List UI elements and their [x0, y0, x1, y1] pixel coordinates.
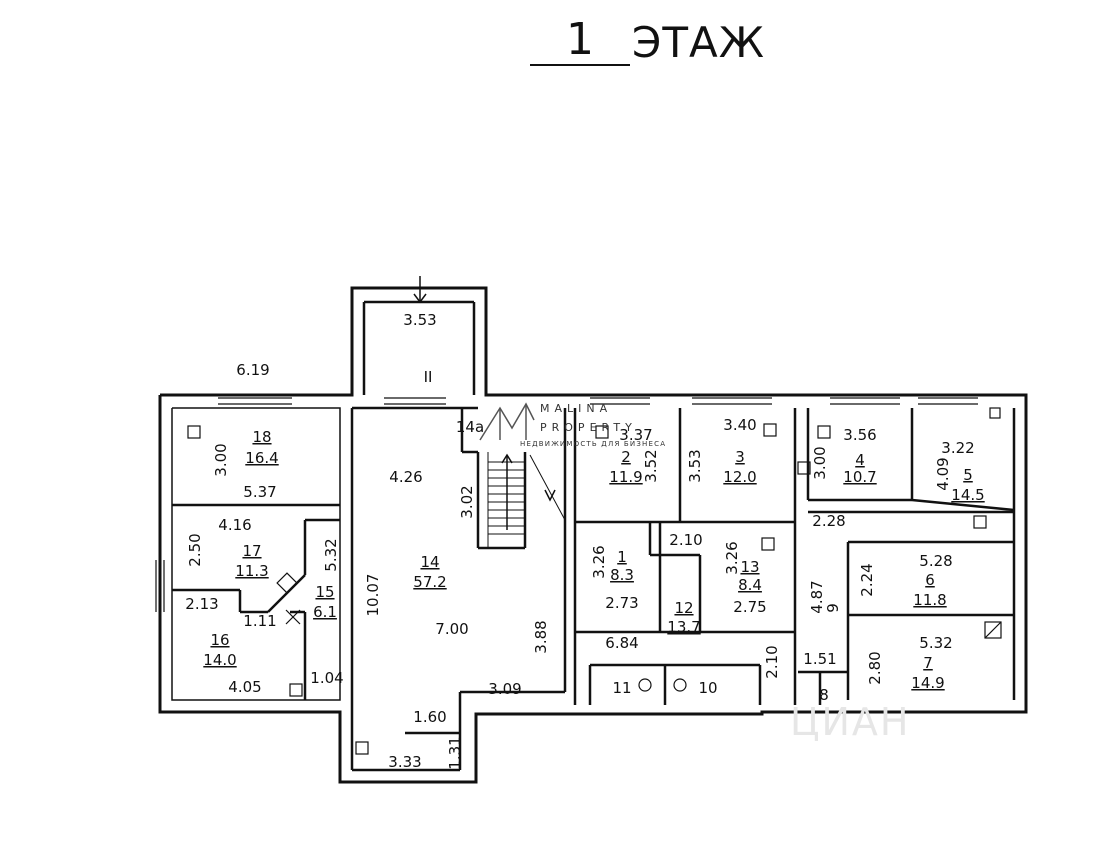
label-d337: 3.37 [619, 426, 652, 444]
label-d356: 3.56 [843, 426, 876, 444]
label-d275: 2.75 [733, 598, 766, 616]
label-d104: 1.04 [310, 669, 343, 687]
label-r2a: 11.9 [609, 468, 642, 486]
label-r17a: 11.3 [235, 562, 268, 580]
label-r15a: 6.1 [313, 603, 337, 621]
label-d300b: 3.00 [811, 446, 829, 479]
label-r7a: 14.9 [911, 674, 944, 692]
label-r5n: 5 [963, 466, 973, 484]
label-d326a: 3.26 [590, 545, 608, 578]
label-d426: 4.26 [389, 468, 422, 486]
label-r15n: 15 [315, 583, 334, 601]
label-d353b: 3.53 [686, 449, 704, 482]
label-d409: 4.09 [934, 457, 952, 490]
windows [155, 287, 978, 612]
label-r5a: 14.5 [951, 486, 984, 504]
label-d619: 6.19 [236, 361, 269, 379]
label-r7n: 7 [923, 654, 933, 672]
interior-walls [172, 300, 1016, 772]
label-d352: 3.52 [642, 449, 660, 482]
label-d302: 3.02 [458, 485, 476, 518]
logo [479, 402, 535, 441]
utility-markers [187, 407, 1002, 755]
label-r14n: 14 [420, 553, 439, 571]
label-d309: 3.09 [488, 680, 521, 698]
label-r8n: 8 [819, 686, 829, 704]
label-r16n: 16 [210, 631, 229, 649]
entrance-arrow [413, 276, 556, 530]
label-rII: II [424, 368, 433, 386]
label-r3n: 3 [735, 448, 745, 466]
label-d213: 2.13 [185, 595, 218, 613]
floor-number: 1 [566, 14, 594, 65]
label-r1a: 8.3 [610, 566, 634, 584]
label-d210a: 2.10 [669, 531, 702, 549]
label-d273: 2.73 [605, 594, 638, 612]
logo-tagline: НЕДВИЖИМОСТЬ ДЛЯ БИЗНЕСА [520, 440, 667, 448]
label-d528: 5.28 [919, 552, 952, 570]
label-r18n: 18 [252, 428, 271, 446]
label-r3a: 12.0 [723, 468, 756, 486]
label-r10n: 10 [698, 679, 717, 697]
label-r12n: 12 [674, 599, 693, 617]
label-d160: 1.60 [413, 708, 446, 726]
label-r14a: 57.2 [413, 573, 446, 591]
title-underline [530, 64, 630, 66]
logo-mark-icon [479, 402, 535, 441]
label-d111: 1.11 [243, 612, 276, 630]
label-d210b: 2.10 [763, 645, 781, 678]
label-r17n: 17 [242, 542, 261, 560]
label-d684: 6.84 [605, 634, 638, 652]
label-r4a: 10.7 [843, 468, 876, 486]
label-r6n: 6 [925, 571, 935, 589]
floor-word: ЭТАЖ [632, 18, 765, 67]
label-d405: 4.05 [228, 678, 261, 696]
label-d487: 4.87 [808, 580, 826, 613]
watermark: ЦИАН [790, 700, 911, 744]
label-d228: 2.28 [812, 512, 845, 530]
label-r9n: 9 [824, 603, 842, 613]
label-d322: 3.22 [941, 439, 974, 457]
label-d388: 3.88 [532, 620, 550, 653]
label-d333: 3.33 [388, 753, 421, 771]
label-d224: 2.24 [858, 563, 876, 596]
label-r2n: 2 [621, 448, 631, 466]
label-r4n: 4 [855, 451, 865, 469]
logo-name-2: PROPERTY [540, 421, 637, 434]
label-d300a: 3.00 [212, 443, 230, 476]
label-d353: 3.53 [403, 311, 436, 329]
label-r1n: 1 [617, 548, 627, 566]
label-d532a: 5.32 [322, 538, 340, 571]
label-d131: 1.31 [446, 736, 464, 769]
label-r14a_small: 14а [456, 418, 484, 436]
label-d280: 2.80 [866, 651, 884, 684]
label-r13n: 13 [740, 558, 759, 576]
label-r11n: 11 [612, 679, 631, 697]
label-d250: 2.50 [186, 533, 204, 566]
label-d151: 1.51 [803, 650, 836, 668]
logo-name: MALINA [540, 402, 613, 415]
label-d537: 5.37 [243, 483, 276, 501]
label-d340: 3.40 [723, 416, 756, 434]
label-d1007: 10.07 [364, 574, 382, 617]
label-r13a: 8.4 [738, 576, 762, 594]
label-d700: 7.00 [435, 620, 468, 638]
label-d532b: 5.32 [919, 634, 952, 652]
label-r18a: 16.4 [245, 449, 278, 467]
label-r16a: 14.0 [203, 651, 236, 669]
label-d326b: 3.26 [723, 541, 741, 574]
label-r12a: 13.7 [667, 618, 700, 636]
label-d416: 4.16 [218, 516, 251, 534]
label-r6a: 11.8 [913, 591, 946, 609]
